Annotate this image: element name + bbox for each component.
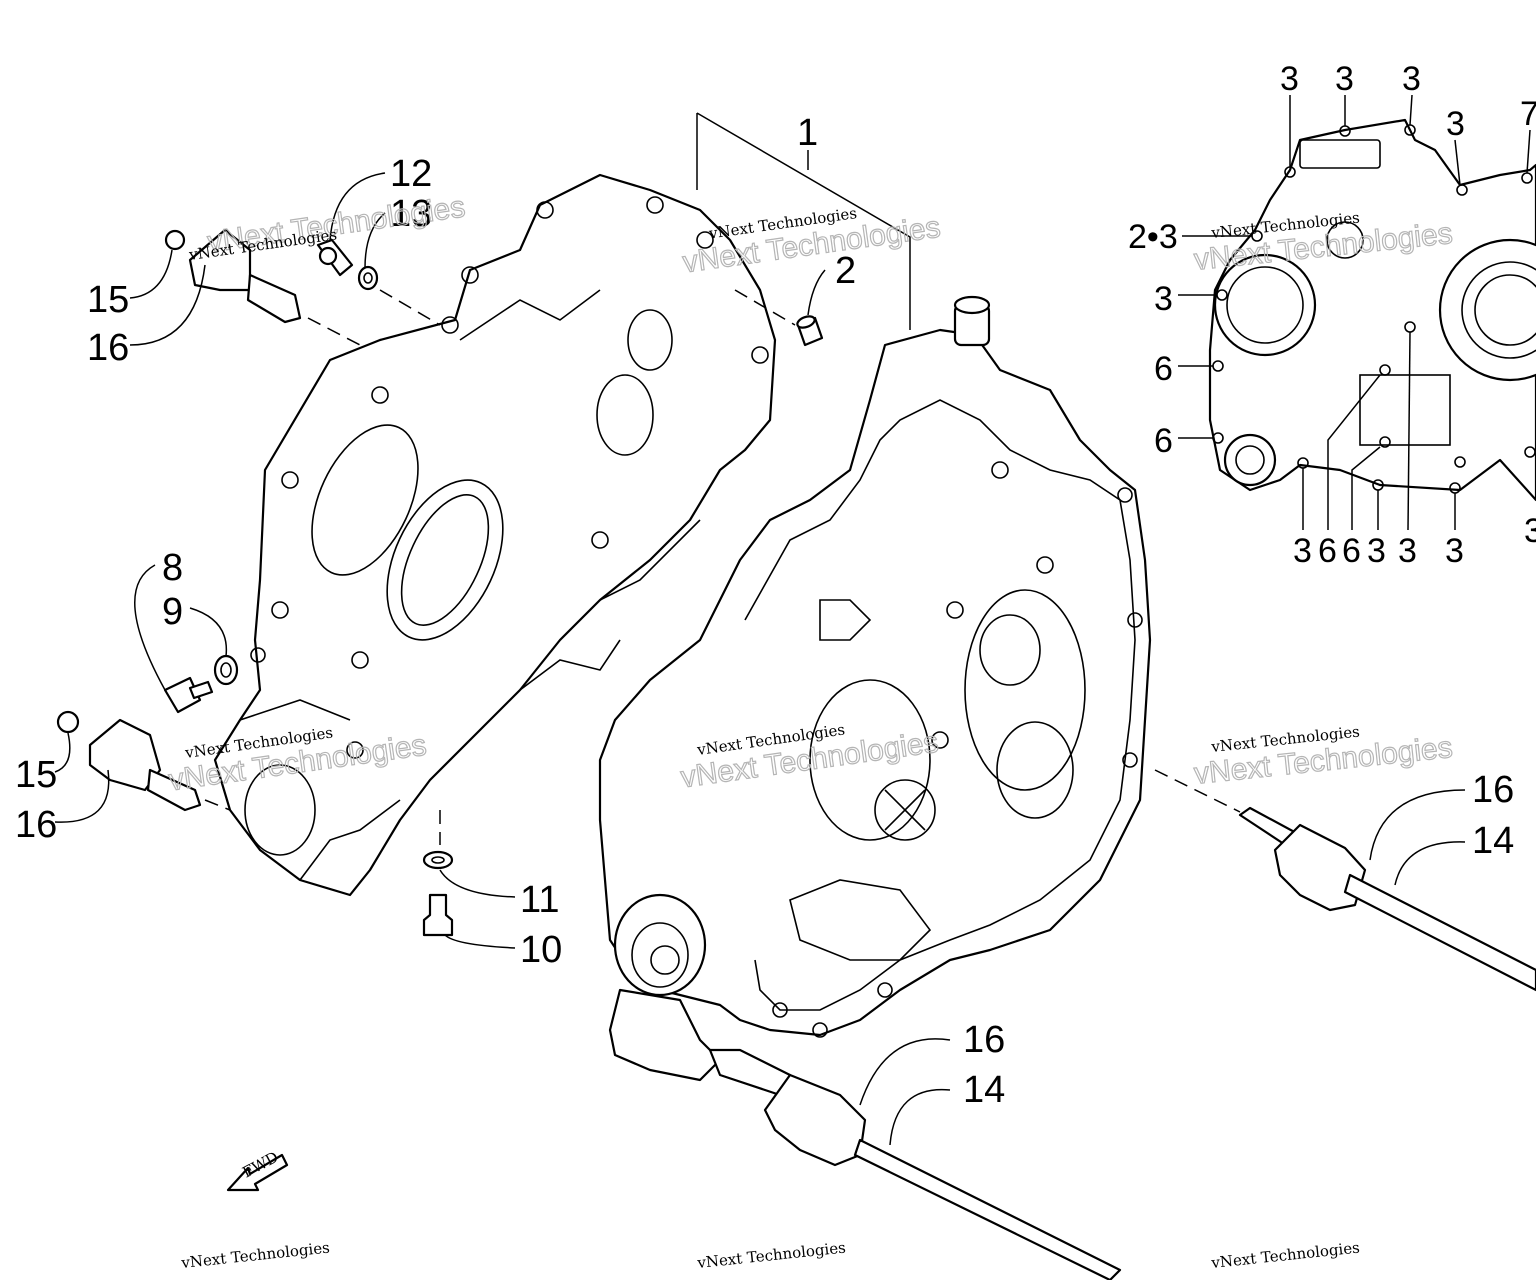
callout-11: 11 bbox=[520, 879, 559, 921]
callout-12: 12 bbox=[390, 153, 432, 195]
inset-callout-top: 3 bbox=[1402, 60, 1421, 98]
watermark: vNext Technologies vNext Technologies bbox=[1192, 723, 1455, 792]
inset-callout-top: 3 bbox=[1335, 60, 1354, 98]
inset-callout-bottom: 3 bbox=[1445, 532, 1464, 570]
callout-2: 2 bbox=[835, 250, 856, 292]
inset-callout-bottom: 3 bbox=[1524, 512, 1536, 550]
inset-callout-bottom: 3 bbox=[1367, 532, 1386, 570]
inset-callout-bottom: 3 bbox=[1293, 532, 1312, 570]
leader-lines bbox=[54, 112, 1466, 1146]
inset-callout-left: 6 bbox=[1154, 350, 1173, 388]
callout-16-right: 16 bbox=[1472, 769, 1514, 811]
svg-text:vNext Technologies: vNext Technologies bbox=[1210, 1239, 1361, 1273]
svg-text:vNext Technologies: vNext Technologies bbox=[180, 1239, 331, 1273]
svg-text:vNext Technologies: vNext Technologies bbox=[696, 1239, 847, 1273]
inset-callout-left: 3 bbox=[1154, 280, 1173, 318]
callout-13: 13 bbox=[390, 193, 432, 235]
crankcase-cover-inset bbox=[1178, 94, 1536, 531]
left-crankcase-half bbox=[213, 173, 777, 897]
callout-16-upper: 16 bbox=[87, 327, 129, 369]
drain-plug-and-washer bbox=[422, 810, 454, 937]
inset-callout-bottom: 6 bbox=[1342, 532, 1361, 570]
callout-15-lower: 15 bbox=[15, 754, 57, 796]
callout-15-upper: 15 bbox=[87, 279, 129, 321]
callout-14-bottom: 14 bbox=[963, 1069, 1005, 1111]
inset-callout-labels: 3 3 3 3 7 2•3 3 6 6 3 6 6 3 3 3 3 bbox=[1128, 60, 1536, 570]
watermark: vNext Technologies vNext Technologies bbox=[680, 204, 943, 280]
callout-1: 1 bbox=[797, 112, 818, 154]
plug-and-washer bbox=[316, 238, 441, 326]
inset-callout-top: 3 bbox=[1446, 105, 1465, 143]
watermark: vNext Technologies bbox=[180, 1239, 331, 1273]
oil-strainer-lower bbox=[56, 710, 231, 812]
oil-strainer-upper bbox=[164, 228, 361, 346]
inset-callout-top: 7 bbox=[1520, 95, 1536, 133]
callout-9: 9 bbox=[162, 591, 183, 633]
bolt-and-washer bbox=[163, 654, 239, 714]
inset-callout-bottom: 3 bbox=[1398, 532, 1417, 570]
watermark: vNext Technologies bbox=[696, 1239, 847, 1273]
oil-strainer-bottom bbox=[708, 1048, 1122, 1280]
callout-labels: 1 2 12 13 15 16 8 9 15 16 11 10 16 14 16… bbox=[15, 112, 1514, 1111]
callout-8: 8 bbox=[162, 547, 183, 589]
fwd-arrow-icon: FWD bbox=[226, 1148, 289, 1192]
inset-callout-left: 2•3 bbox=[1128, 218, 1178, 256]
callout-16-bottom: 16 bbox=[963, 1019, 1005, 1061]
inset-callout-left: 6 bbox=[1154, 422, 1173, 460]
callout-16-lower: 16 bbox=[15, 804, 57, 846]
inset-callout-top: 3 bbox=[1280, 60, 1299, 98]
oil-strainer-right bbox=[1154, 769, 1536, 992]
inset-callout-bottom: 6 bbox=[1318, 532, 1337, 570]
callout-14-right: 14 bbox=[1472, 820, 1514, 862]
right-crankcase-half bbox=[598, 295, 1152, 1082]
watermark: vNext Technologies bbox=[1210, 1239, 1361, 1273]
callout-10: 10 bbox=[520, 929, 562, 971]
dowel-pin bbox=[734, 289, 824, 347]
